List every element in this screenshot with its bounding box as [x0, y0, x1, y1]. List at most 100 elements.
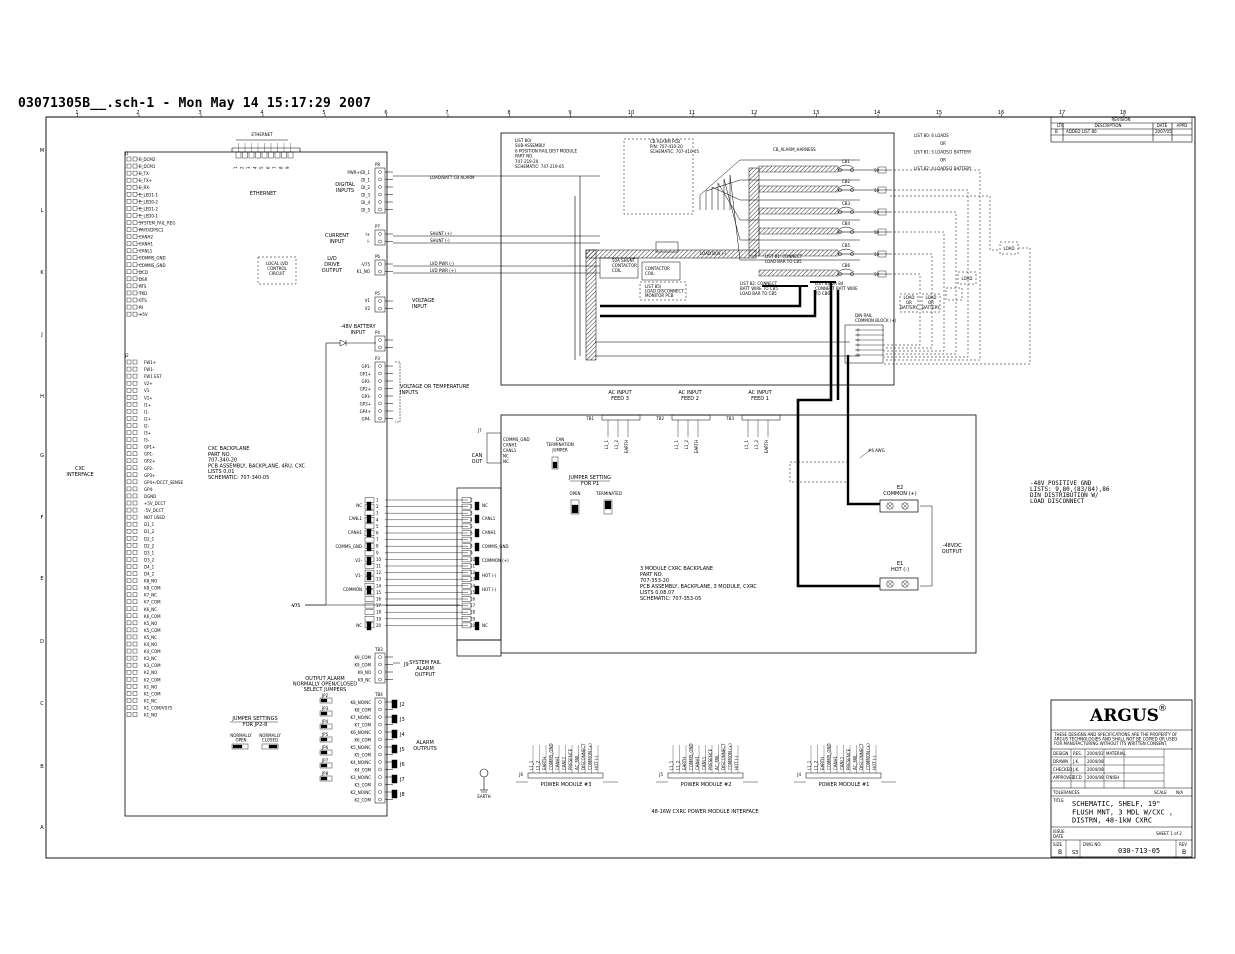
drawing-title-text: SCHEMATIC, SHELF, 19"	[1072, 800, 1161, 808]
gp-pin: GP1-	[362, 364, 372, 369]
revision-col: APPD	[1177, 123, 1188, 128]
border-row-letter: G	[40, 453, 44, 459]
pm-pin-label: L1_2	[676, 760, 681, 770]
tolerances-label: TOLERANCES	[1052, 790, 1080, 795]
cxc-pin-label: K5_COM	[144, 628, 161, 633]
can-out-label: OUT	[472, 459, 484, 465]
connector-ref: P6	[375, 254, 380, 259]
pin-number: 9	[470, 550, 473, 555]
circuit-breaker-label: CB5	[842, 243, 851, 248]
title-field: MATERIAL	[1106, 751, 1127, 756]
alarm-pin: K8_NO/NC	[351, 700, 372, 705]
cxc-pin-label: GP2+	[144, 459, 155, 464]
cxc-pin-label: DGND	[144, 494, 156, 499]
revision-heading: REVISION	[1111, 117, 1130, 122]
jumper-settings-label: FOR JP2-8	[243, 722, 268, 728]
pin-number: 8	[470, 544, 473, 549]
cxc-pin-label: K6_COM	[144, 614, 161, 619]
load-box: LOAD	[962, 276, 973, 281]
backplane-desc: PART NO.	[640, 572, 663, 578]
title-field: 2004/08	[1087, 775, 1104, 780]
terminal-ref: 50	[874, 272, 880, 277]
cxc-pin-label: COMMS_GND	[139, 263, 166, 268]
border-row-letter: K	[40, 270, 44, 276]
ac-input-label: AC INPUT	[608, 390, 632, 396]
e2-common-label: COMMON (+)	[883, 491, 916, 497]
circuit-breaker-label: CB3	[842, 201, 851, 206]
cxc-pin-label: K1_COM/V075	[144, 705, 173, 710]
ethernet-pin: 9	[285, 166, 290, 169]
list83-note: LIST 83 OR 84	[815, 281, 844, 286]
cxc-pin-label: K3_NC	[144, 656, 157, 661]
shunt-box-label: CONTACTOR	[612, 263, 637, 268]
list-note: LIST 80: 6 LOADS	[914, 133, 949, 138]
shunt-box-label: COIL	[612, 268, 622, 273]
pm-pin-label: L1_1	[807, 760, 812, 770]
battery-input-label: -48V BATTERY	[340, 324, 376, 330]
pin-number: 19	[470, 616, 476, 621]
pin-label: -V75	[361, 262, 370, 267]
voltage-temperature-label: INPUTS	[400, 390, 418, 396]
alarm-pin: K2_COM	[354, 798, 371, 803]
cxc-interface-label: INTERFACE	[66, 472, 93, 478]
border-row-letter: M	[40, 148, 44, 154]
backplane-pin-label: CANH1	[348, 530, 363, 535]
wire-label: LVD PWR (-)	[430, 261, 454, 266]
circuit-breaker-label: CB1	[842, 159, 851, 164]
scale-value: N/A	[1176, 790, 1183, 795]
pm-pin-label: HOT (-)	[872, 755, 877, 770]
terminal-block-ref: TB3	[725, 416, 734, 421]
pin-number: 3	[470, 511, 473, 516]
revision-col: DESCRIPTION	[1094, 123, 1121, 128]
ownership-notice: FOR MANUFACTURING WITHOUT ITS WRITTEN CO…	[1054, 741, 1167, 746]
cxc-pin-label: K3_COM	[144, 663, 161, 668]
pin-number: 7	[376, 537, 379, 542]
backplane-desc: LISTS 0,08,07	[640, 590, 674, 596]
pin-number: 1	[470, 498, 473, 503]
drawing-title: 03071305B__.sch-1 - Mon May 14 15:17:29 …	[18, 96, 372, 111]
pin-number: 12	[376, 570, 382, 575]
border-column-number: 7	[445, 110, 448, 116]
alarm-pin: K5_NO/NC	[351, 745, 372, 750]
list82-note: LOAD BAR TO CB5	[740, 291, 777, 296]
backplane-pin-label: NC	[356, 623, 362, 628]
jumper-ref: JP3	[321, 706, 329, 711]
border-column-number: 13	[813, 110, 819, 116]
pin-number: 15	[470, 590, 476, 595]
ethernet-pin: 3	[246, 166, 251, 169]
voltage-input-label: INPUT	[412, 304, 428, 310]
title-field: DRAWN	[1053, 759, 1068, 764]
ac-pin-label: EARTH	[764, 440, 769, 453]
list83-note: TO CB6	[814, 291, 830, 296]
jumper-ref: J8	[399, 792, 405, 798]
revision-col: LTR	[1057, 123, 1064, 128]
cxc-pin-label: K2_NO	[144, 670, 157, 675]
border-row-letter: J	[40, 332, 42, 338]
cxc-pin-label: K7_NC	[144, 593, 157, 598]
cxc-pin-label: -5V_DCCT	[144, 508, 164, 513]
cxc-pin-label: V2+	[144, 381, 153, 386]
cxc-pin-label: D1_1	[144, 522, 155, 527]
gp-pin: GP2-	[362, 379, 372, 384]
cb-alarm-harness: CB_ALARM_HARNESS	[773, 147, 816, 152]
current-input-label: INPUT	[330, 239, 346, 245]
cxc-pin-label: K8_NO	[144, 579, 157, 584]
pin-number: 5	[376, 524, 379, 529]
size-sub: S3	[1072, 850, 1078, 856]
backplane-pin-label: CANL1	[482, 516, 496, 521]
pm-pin-label: CANH1	[833, 755, 838, 770]
cxc-pin-label: D3_2	[144, 557, 155, 562]
ac-feed-label: FEED 2	[681, 396, 699, 402]
digital-inputs-label: DIGITAL	[335, 182, 355, 188]
title-field: J.K.	[1072, 767, 1079, 772]
wire-label: SHUNT (-)	[430, 238, 450, 243]
can-pin-label: NC	[503, 459, 509, 464]
cxc-pin-label: GP2-	[144, 466, 154, 471]
connector-ref: J2	[124, 353, 129, 358]
lvd-output-label: OUTPUT	[322, 268, 343, 274]
pin-number: 11	[470, 564, 476, 569]
title-field: DESIGN	[1053, 751, 1068, 756]
terminal-ref: 50	[874, 210, 880, 215]
border-row-letter: A	[40, 825, 44, 831]
cxc-backplane-desc: PART NO.	[208, 452, 231, 458]
